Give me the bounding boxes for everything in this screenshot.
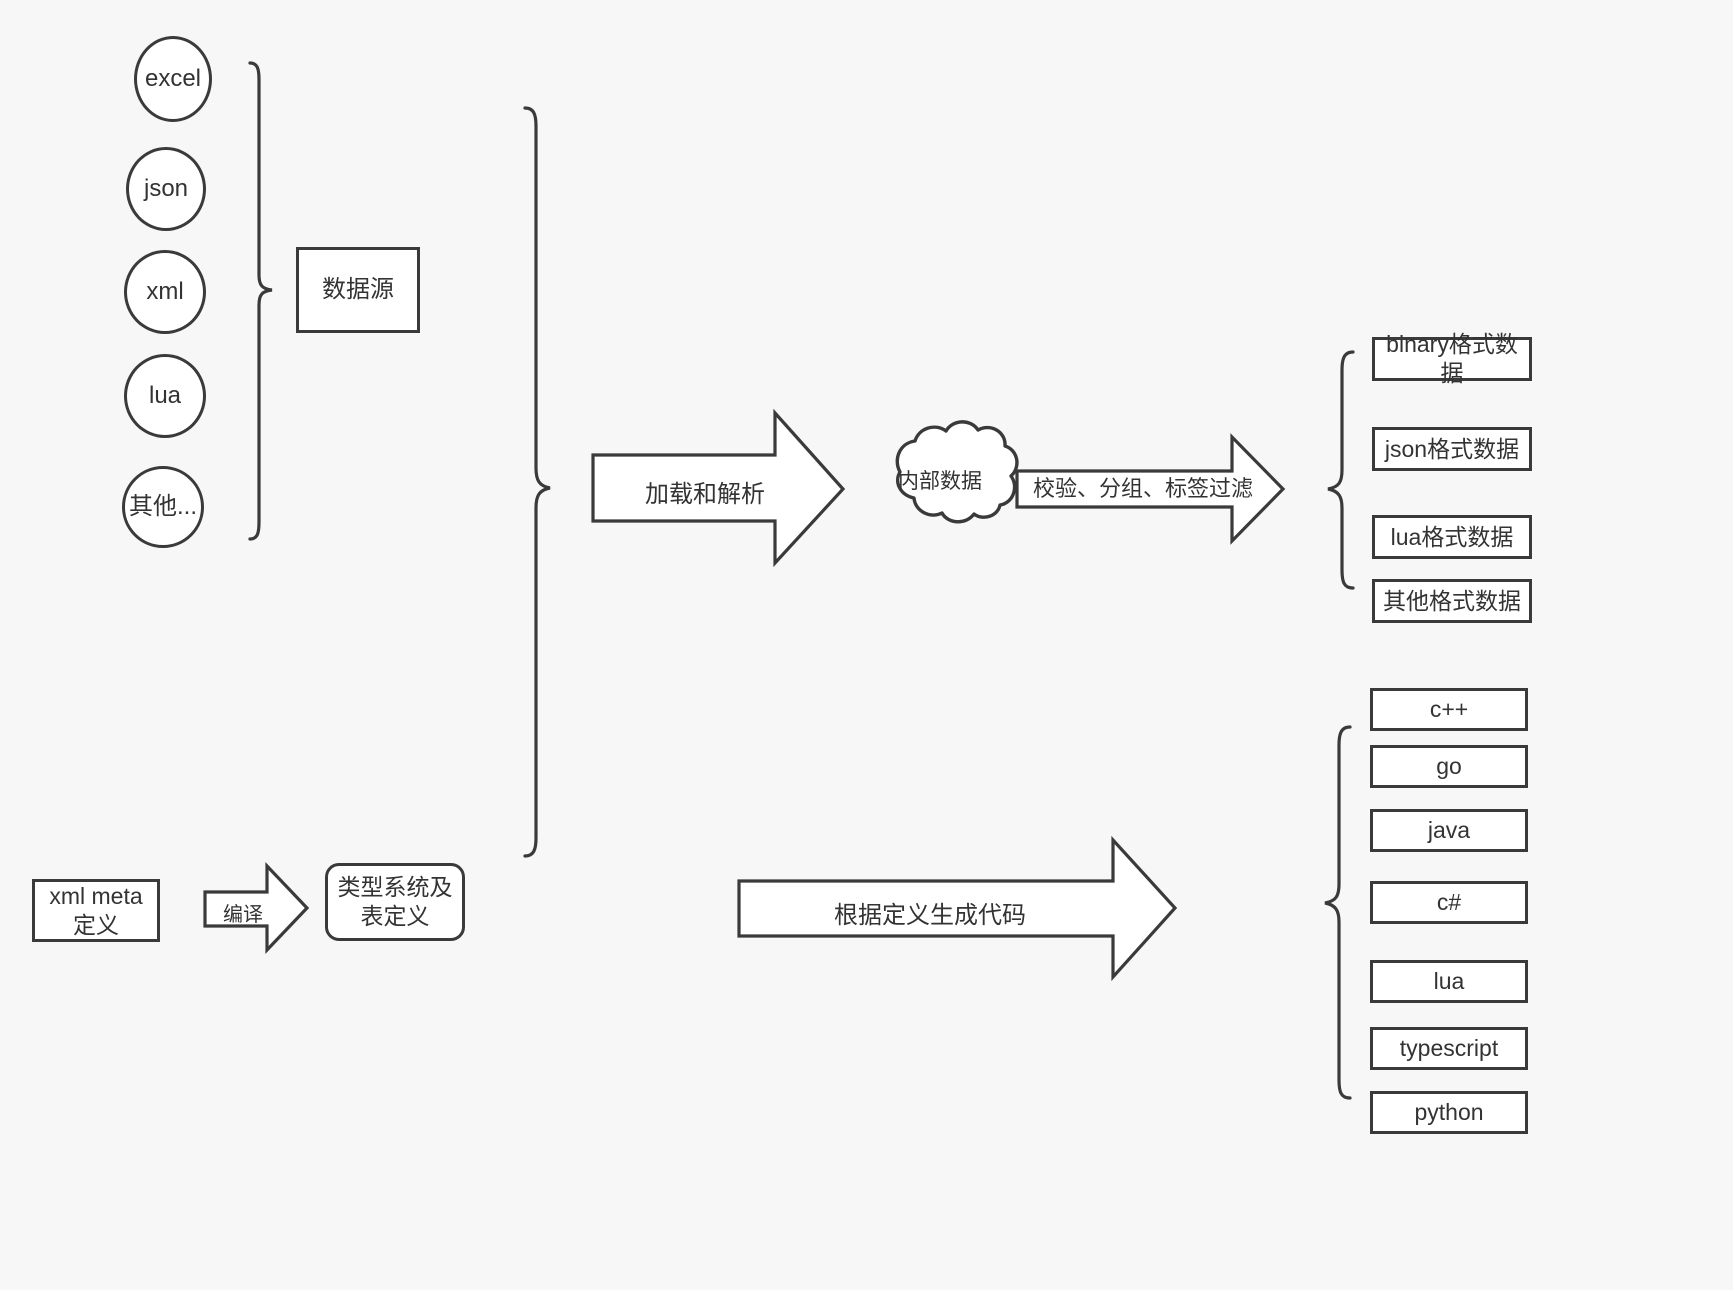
brace-output-formats xyxy=(1327,350,1355,590)
type-system-box[interactable]: 类型系统及表定义 xyxy=(325,863,465,941)
output-language-cpp[interactable]: c++ xyxy=(1370,688,1528,731)
cloud-internal-data-label: 内部数据 xyxy=(898,470,982,493)
arrow-load-parse-label: 加载和解析 xyxy=(645,481,765,508)
source-node-other-label: 其他... xyxy=(128,493,197,520)
output-language-lua[interactable]: lua xyxy=(1370,960,1528,1003)
arrow-validate-group-filter-label: 校验、分组、标签过滤 xyxy=(1033,476,1254,501)
output-format-json[interactable]: json格式数据 xyxy=(1372,427,1532,471)
output-language-go[interactable]: go xyxy=(1370,745,1528,788)
source-node-json[interactable]: json xyxy=(126,147,206,231)
output-format-other-label: 其他格式数据 xyxy=(1383,587,1521,614)
output-language-csharp-label: c# xyxy=(1436,889,1462,916)
xml-meta-definition-label: xml meta定义 xyxy=(49,882,143,938)
output-language-lua-label: lua xyxy=(1433,968,1465,995)
source-node-json-label: json xyxy=(143,175,189,202)
output-language-typescript-label: typescript xyxy=(1399,1035,1499,1062)
data-source-box[interactable]: 数据源 xyxy=(296,247,420,333)
data-source-box-label: 数据源 xyxy=(322,276,394,303)
output-format-lua[interactable]: lua格式数据 xyxy=(1372,515,1532,559)
source-node-lua[interactable]: lua xyxy=(124,354,206,438)
source-node-excel-label: excel xyxy=(144,65,202,92)
arrow-compile-label: 编译 xyxy=(223,904,263,926)
output-language-python-label: python xyxy=(1414,1099,1484,1126)
output-language-csharp[interactable]: c# xyxy=(1370,881,1528,924)
source-node-lua-label: lua xyxy=(148,382,182,409)
output-language-java-label: java xyxy=(1427,817,1471,844)
output-format-lua-label: lua格式数据 xyxy=(1390,523,1514,550)
output-language-python[interactable]: python xyxy=(1370,1091,1528,1134)
brace-output-languages xyxy=(1324,725,1352,1100)
output-format-binary-label: binary格式数据 xyxy=(1386,331,1518,386)
output-format-other[interactable]: 其他格式数据 xyxy=(1372,579,1532,623)
output-language-java[interactable]: java xyxy=(1370,809,1528,852)
arrow-generate-code-label: 根据定义生成代码 xyxy=(834,902,1026,929)
source-node-other[interactable]: 其他... xyxy=(122,466,204,548)
output-language-cpp-label: c++ xyxy=(1429,696,1469,723)
brace-sources xyxy=(248,61,273,541)
source-node-xml-label: xml xyxy=(146,278,184,305)
output-format-json-label: json格式数据 xyxy=(1384,435,1520,462)
brace-pipeline-input xyxy=(523,106,551,858)
xml-meta-definition-box[interactable]: xml meta定义 xyxy=(32,879,160,942)
output-language-go-label: go xyxy=(1436,753,1462,780)
source-node-xml[interactable]: xml xyxy=(124,250,206,334)
type-system-label: 类型系统及表定义 xyxy=(337,874,453,929)
source-node-excel[interactable]: excel xyxy=(134,36,212,122)
output-format-binary[interactable]: binary格式数据 xyxy=(1372,331,1532,386)
output-language-typescript[interactable]: typescript xyxy=(1370,1027,1528,1070)
